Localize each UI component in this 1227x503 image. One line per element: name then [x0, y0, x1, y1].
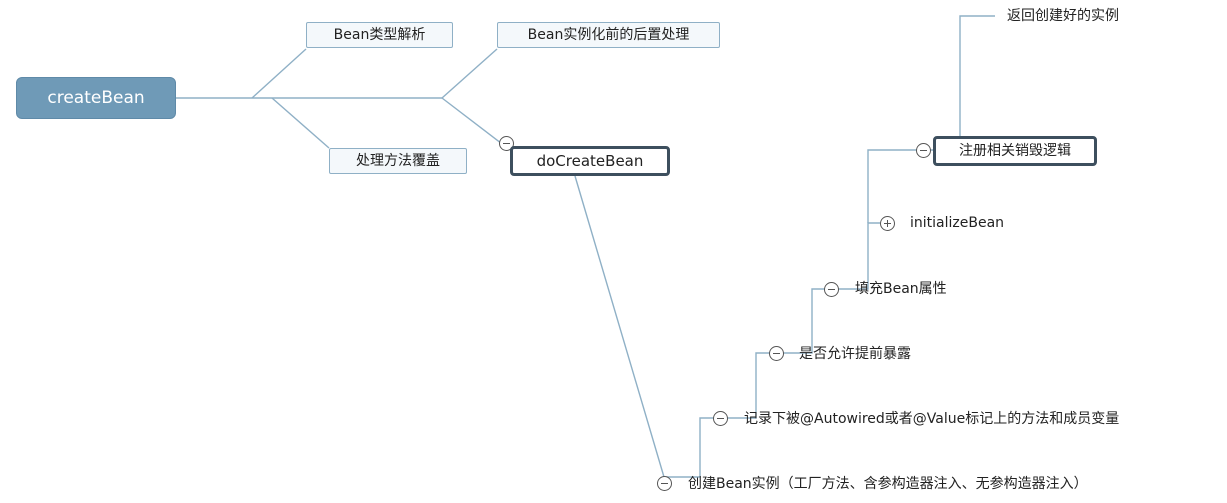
step-create-instance[interactable]: 创建Bean实例（工厂方法、含参构造器注入、无参构造器注入）	[688, 476, 1088, 492]
step-record-autowired[interactable]: 记录下被@Autowired或者@Value标记上的方法和成员变量	[744, 411, 1120, 427]
node-docreatebean[interactable]: doCreateBean	[510, 146, 670, 176]
step-return-instance[interactable]: 返回创建好的实例	[1007, 8, 1119, 24]
step-initialize-bean[interactable]: initializeBean	[910, 215, 1005, 231]
connector-register	[867, 149, 918, 223]
connector-initialize	[831, 222, 880, 290]
collapse-toggle-icon[interactable]	[824, 282, 839, 297]
connector-early-exposure	[720, 352, 770, 419]
connector-create-instance	[574, 175, 665, 478]
collapse-toggle-icon[interactable]	[657, 476, 672, 491]
step-populate-bean[interactable]: 填充Bean属性	[855, 281, 947, 297]
collapse-toggle-icon[interactable]	[916, 143, 931, 158]
collapse-toggle-icon[interactable]	[769, 346, 784, 361]
step-allow-early-exposure[interactable]: 是否允许提前暴露	[799, 346, 911, 362]
connector-populate	[776, 288, 826, 354]
node-bean-type-resolve[interactable]: Bean类型解析	[306, 22, 453, 48]
connector-record-autowired	[664, 417, 714, 478]
node-post-process-before-instantiation[interactable]: Bean实例化前的后置处理	[497, 22, 720, 48]
connector-method-override	[271, 97, 330, 149]
connector-bean-type	[251, 48, 307, 99]
connector-docreatebean	[441, 97, 511, 151]
root-node-createbean[interactable]: createBean	[16, 77, 176, 119]
connector-post-process	[441, 48, 498, 99]
step-register-destroy[interactable]: 注册相关销毁逻辑	[933, 136, 1097, 166]
collapse-toggle-icon[interactable]	[713, 411, 728, 426]
node-method-override[interactable]: 处理方法覆盖	[329, 148, 467, 174]
connector-return	[924, 15, 995, 151]
expand-toggle-icon[interactable]	[880, 216, 895, 231]
